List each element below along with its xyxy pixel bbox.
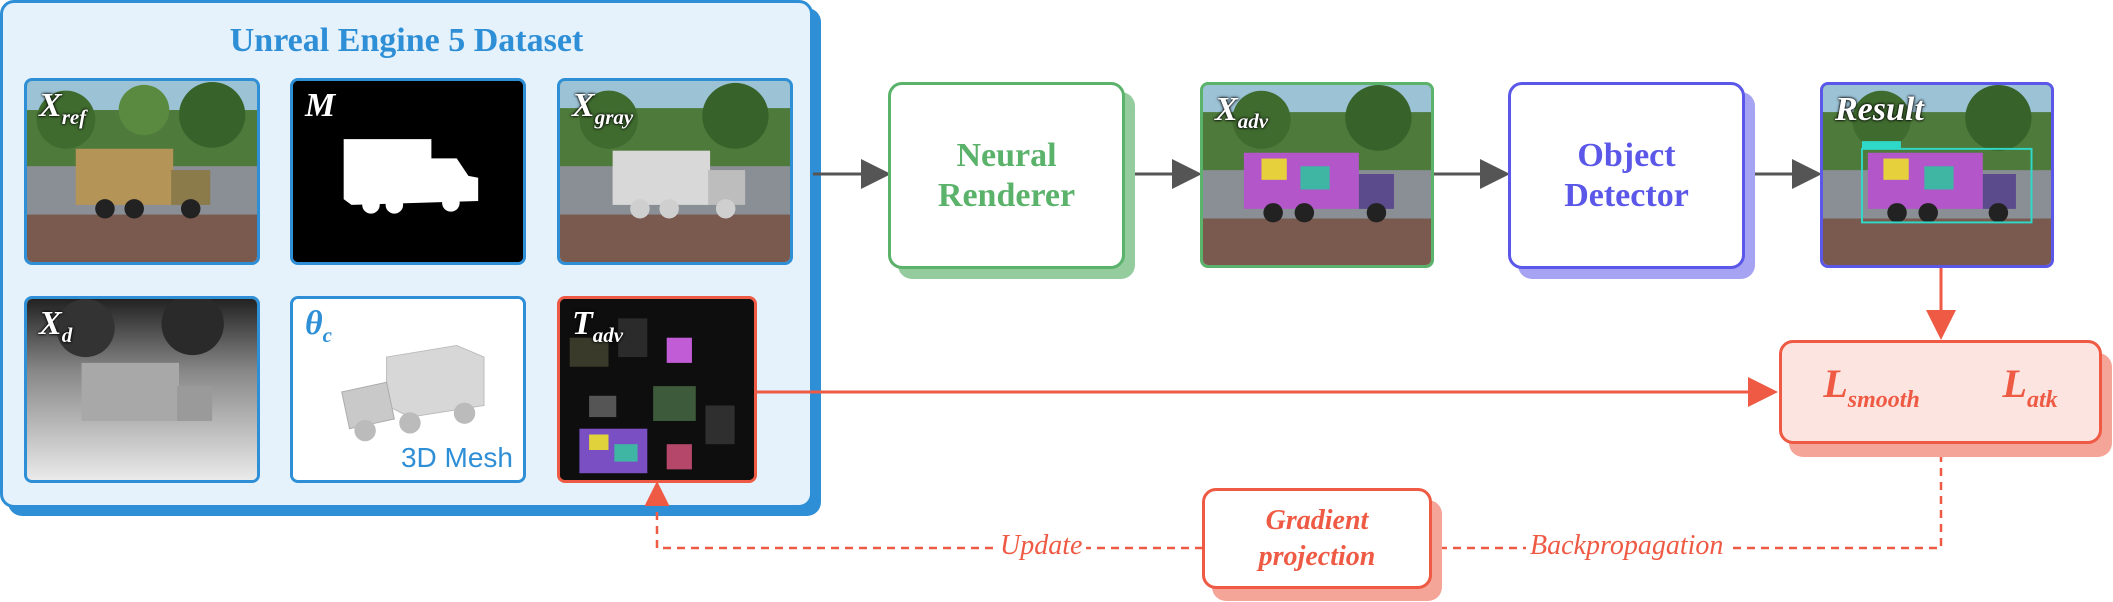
loss-smooth: Lsmooth [1823,361,1920,414]
tile-x-gray: Xgray [557,78,793,265]
truck-reference-image [27,81,257,262]
adversarial-truck-image [1203,85,1431,265]
detector-line1: Object [1577,136,1676,174]
renderer-line2: Renderer [937,176,1076,214]
loss-atk: Latk [2002,361,2058,414]
edge-label-update: Update [996,530,1087,562]
tile-label-result: Result [1835,91,1924,128]
tile-x-adv: Xadv [1200,82,1434,268]
gradient-line2: projection [1258,540,1376,572]
adversarial-texture-image [560,299,754,480]
gradient-projection-box: Gradient projection [1202,488,1432,589]
detection-bbox [1861,147,2033,224]
mesh-caption: 3D Mesh [400,442,513,473]
truck-mask-image [293,81,523,262]
tile-m: M [290,78,526,265]
tile-theta-c: θc 3D Mesh [290,296,526,483]
tile-label-x-d: Xd [39,305,73,347]
tile-label-x-gray: Xgray [572,87,634,129]
loss-box: Lsmooth Latk [1779,340,2102,444]
truck-gray-image [560,81,790,262]
tile-x-d: Xd [24,296,260,483]
tile-label-t-adv: Tadv [572,305,624,347]
dataset-title: Unreal Engine 5 Dataset [229,22,584,59]
tile-x-ref: Xref [24,78,260,265]
dashed-loss-to-gradient [1436,440,1943,550]
dashed-gradient-to-texture [644,481,1203,550]
gradient-line1: Gradient [1265,504,1369,536]
tile-label-m: M [305,87,336,124]
renderer-line1: Neural [956,136,1057,174]
depth-map-image [27,299,257,480]
tile-result: Result [1820,82,2054,268]
tile-t-adv: Tadv [557,296,757,483]
detector-line2: Detector [1564,176,1689,214]
tile-label-x-adv: Xadv [1215,91,1269,133]
edge-label-backpropagation: Backpropagation [1526,530,1728,562]
detection-result-image [1823,85,2051,265]
tile-label-theta-c: θc [305,305,332,347]
mesh-truck-image [293,299,523,480]
tile-label-x-ref: Xref [39,87,87,129]
detection-tag [1861,141,1901,149]
